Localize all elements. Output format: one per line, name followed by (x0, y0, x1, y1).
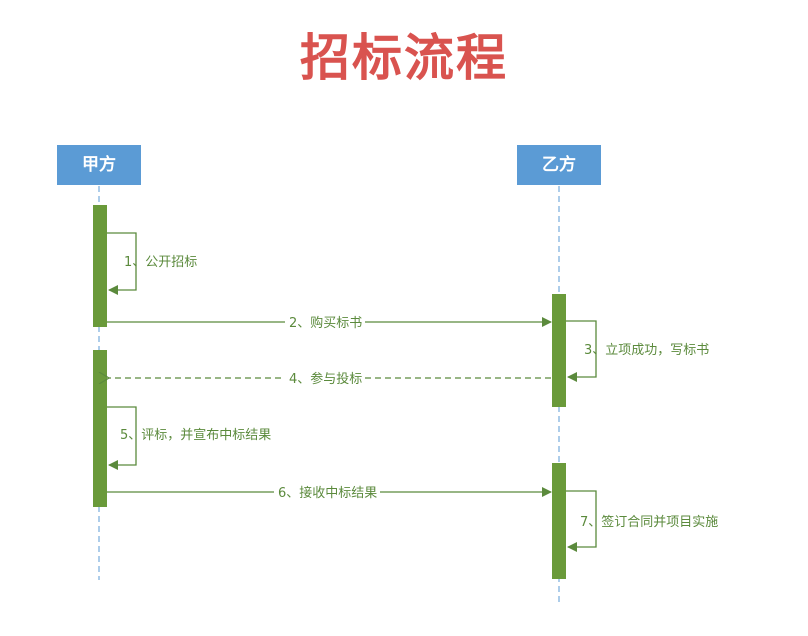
page-title: 招标流程 (300, 29, 508, 87)
actor-party-a: 甲方 (57, 145, 141, 185)
self-arrow-7 (566, 490, 597, 552)
message-label-4: 4、参与投标 (289, 371, 362, 387)
message-label-1: 1、公开招标 (124, 255, 197, 270)
message-label-6: 6、接收中标结果 (278, 485, 377, 501)
activation-b-1 (552, 294, 566, 407)
activation-a-1 (93, 205, 107, 327)
message-label-7: 7、签订合同并项目实施 (580, 514, 718, 530)
self-arrow-3 (566, 320, 597, 382)
self-arrow-1 (107, 232, 137, 295)
message-label-2: 2、购买标书 (289, 315, 362, 331)
self-arrow-5 (107, 406, 137, 470)
message-label-5: 5、评标，并宣布中标结果 (120, 427, 271, 443)
actor-party-b: 乙方 (517, 145, 601, 185)
message-label-3: 3、立项成功，写标书 (584, 343, 709, 358)
activation-a-2 (93, 350, 107, 507)
activation-b-2 (552, 463, 566, 579)
